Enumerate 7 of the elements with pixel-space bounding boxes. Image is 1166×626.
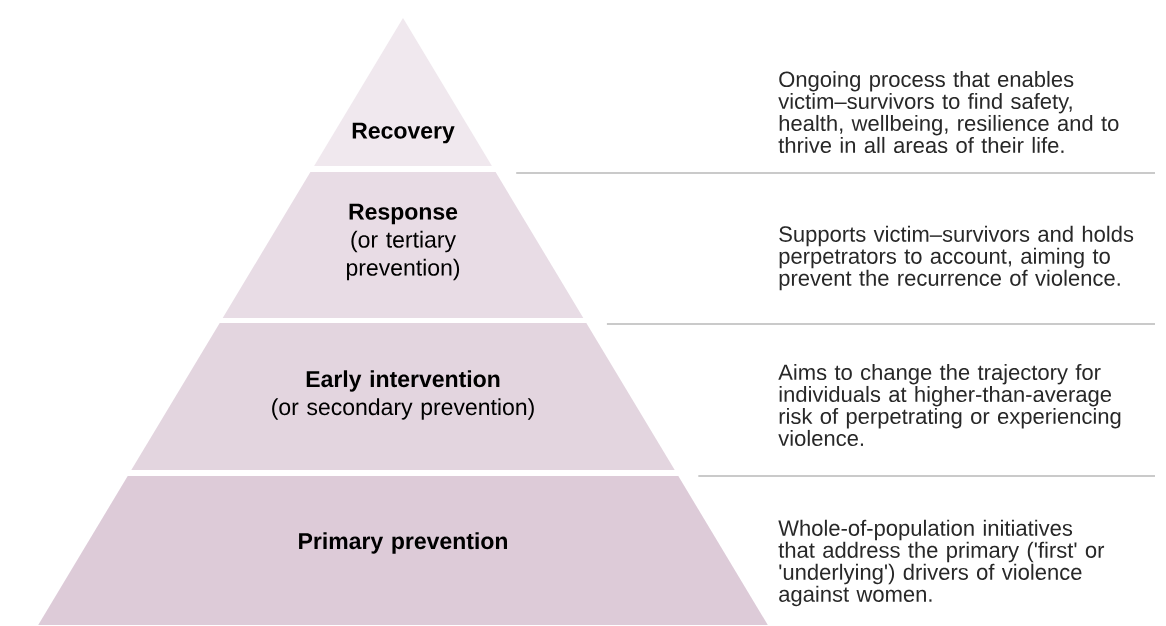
pyramid-band: Response (or tertiary prevention) bbox=[222, 172, 584, 318]
description-text: Aims to change the trajectory for individuals at higher-than-average risk of perpetrating or experiencing violence. bbox=[778, 363, 1121, 447]
pyramid-band: Primary prevention bbox=[38, 476, 768, 625]
pyramid-band: Recovery bbox=[314, 18, 492, 166]
pyramid-band: Early intervention (or secondary prevention) bbox=[131, 323, 675, 470]
description-text: Supports victim–survivors and holds perpetrators to account, aiming to prevent the recurrence of violence. bbox=[779, 225, 1134, 291]
description-text: Ongoing process that enables victim–survivors to find safety, health, wellbeing, resilience and to thrive in all areas of their life. bbox=[778, 70, 1119, 154]
